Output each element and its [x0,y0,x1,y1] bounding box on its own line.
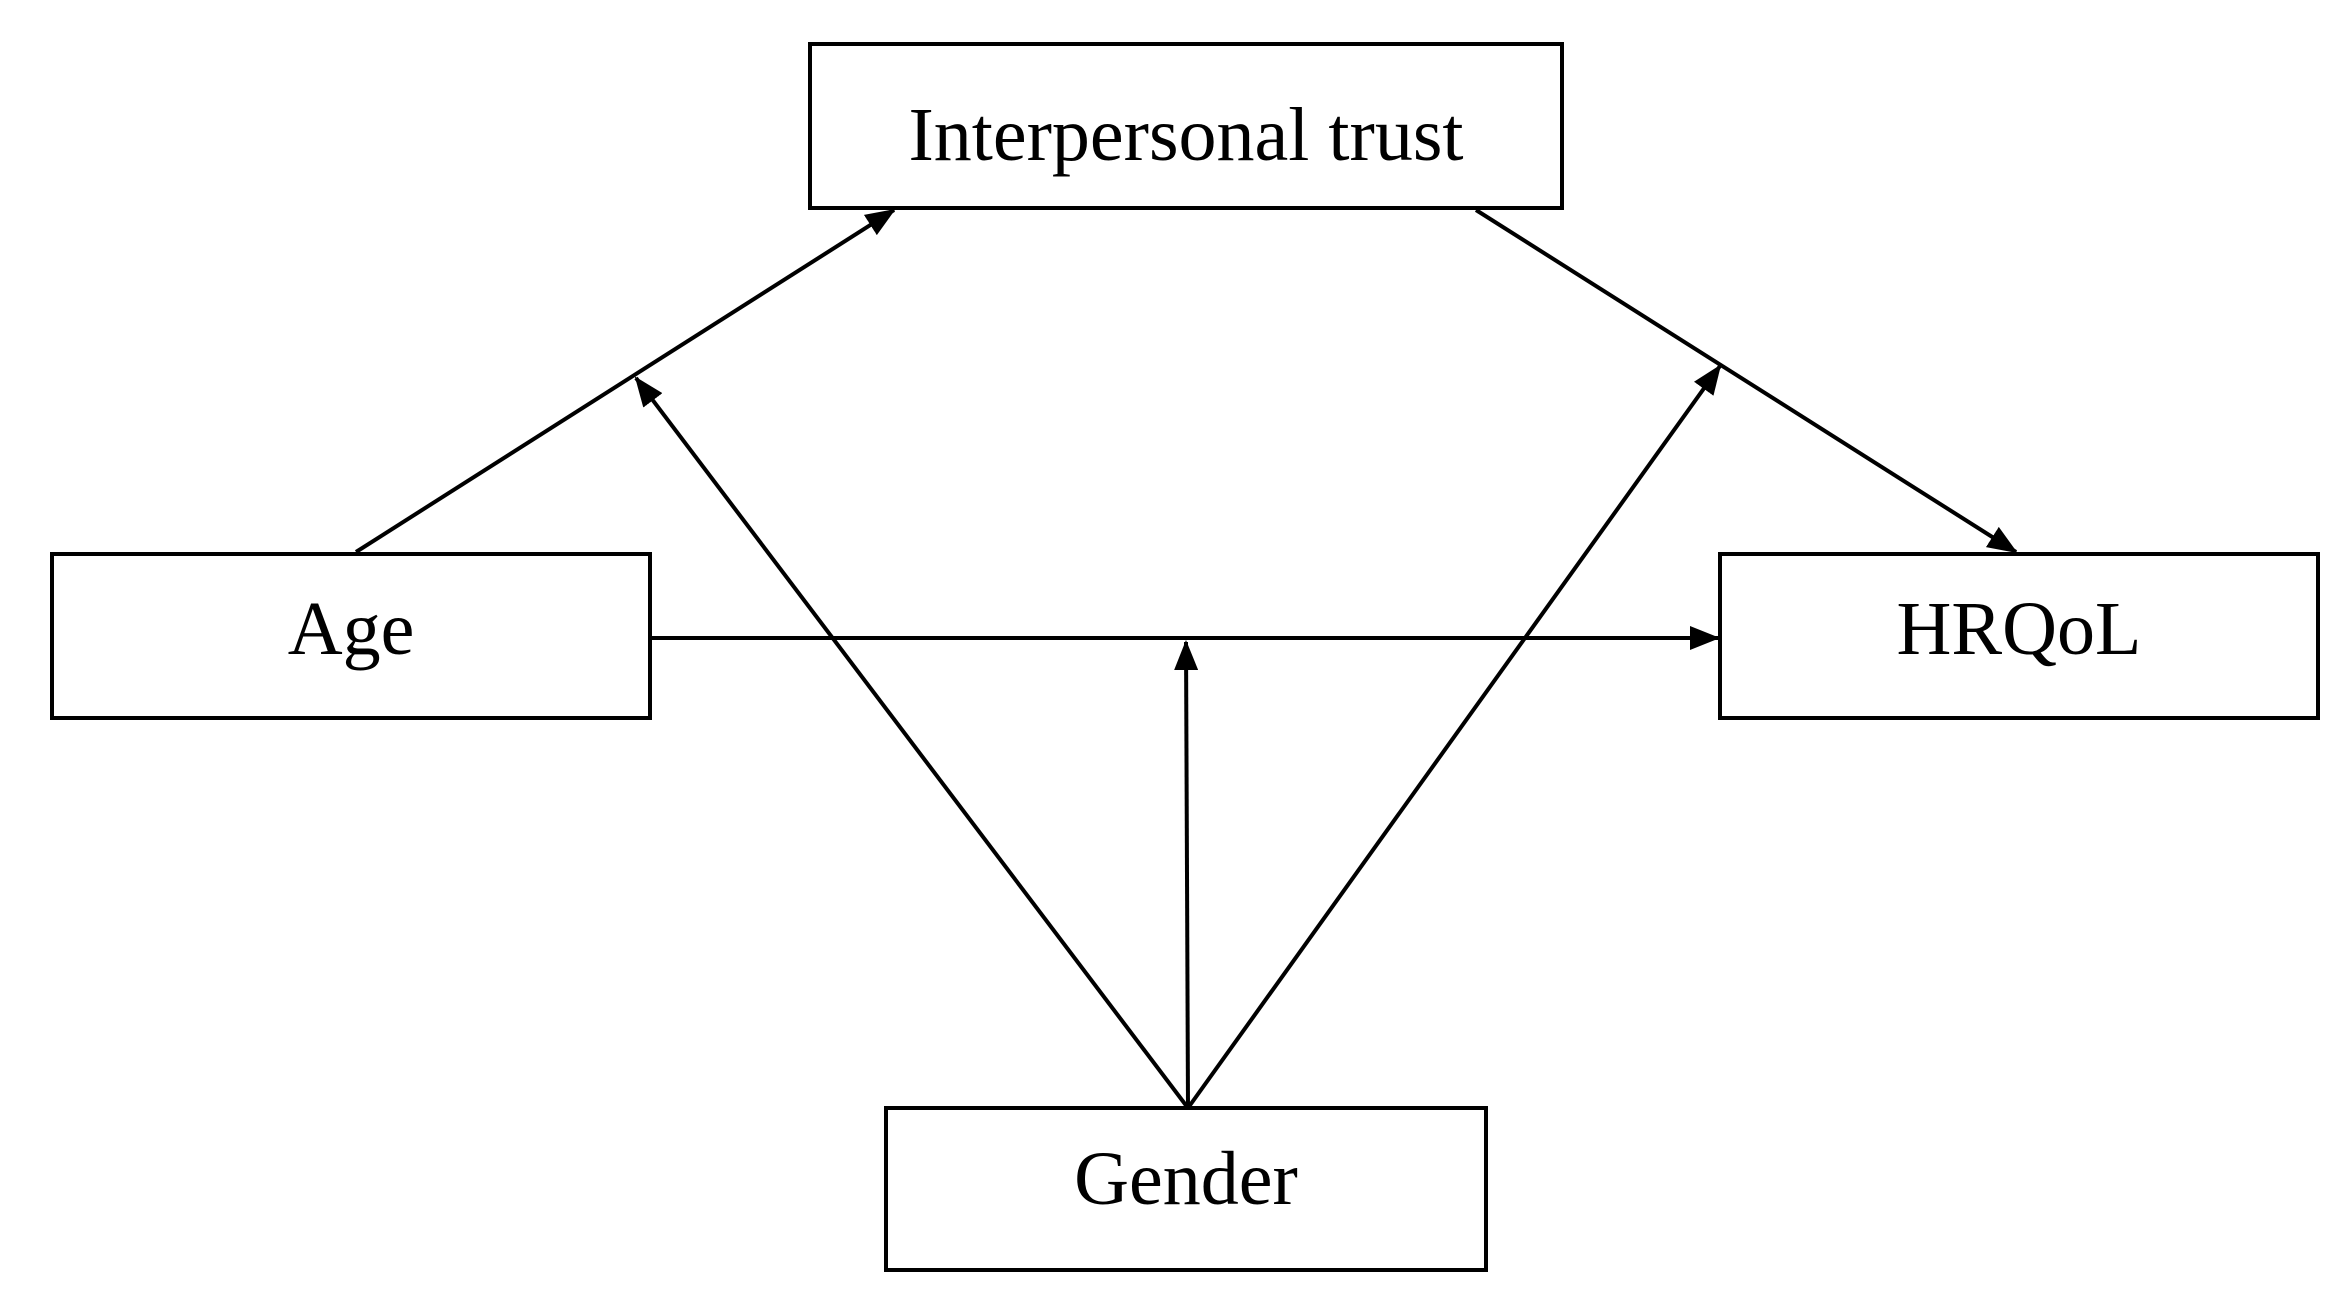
node-box-age [50,552,652,720]
node-label-hrqol: HRQoL [1897,587,2142,671]
edge-gender-moderates-trust-hrqol [1186,364,1722,1110]
node-box-hrqol [1718,552,2320,720]
edge-gender-moderates-age-trust [634,376,1190,1110]
node-hrqol: HRQoL [1718,552,2320,720]
node-label-gender: Gender [1074,1137,1298,1221]
node-box-gender [884,1106,1488,1272]
edge-age-to-interpersonal-trust [354,208,896,554]
node-box-interpersonal-trust [808,42,1564,210]
edge-gender-moderates-age-hrqol [1174,640,1199,1109]
node-gender: Gender [884,1106,1488,1272]
node-age: Age [50,552,652,720]
node-label-age: Age [288,587,415,671]
node-label-interpersonal-trust: Interpersonal trust [908,93,1463,177]
edge-interpersonal-trust-to-hrqol [1474,208,2018,554]
node-interpersonal-trust: Interpersonal trust [808,42,1564,210]
